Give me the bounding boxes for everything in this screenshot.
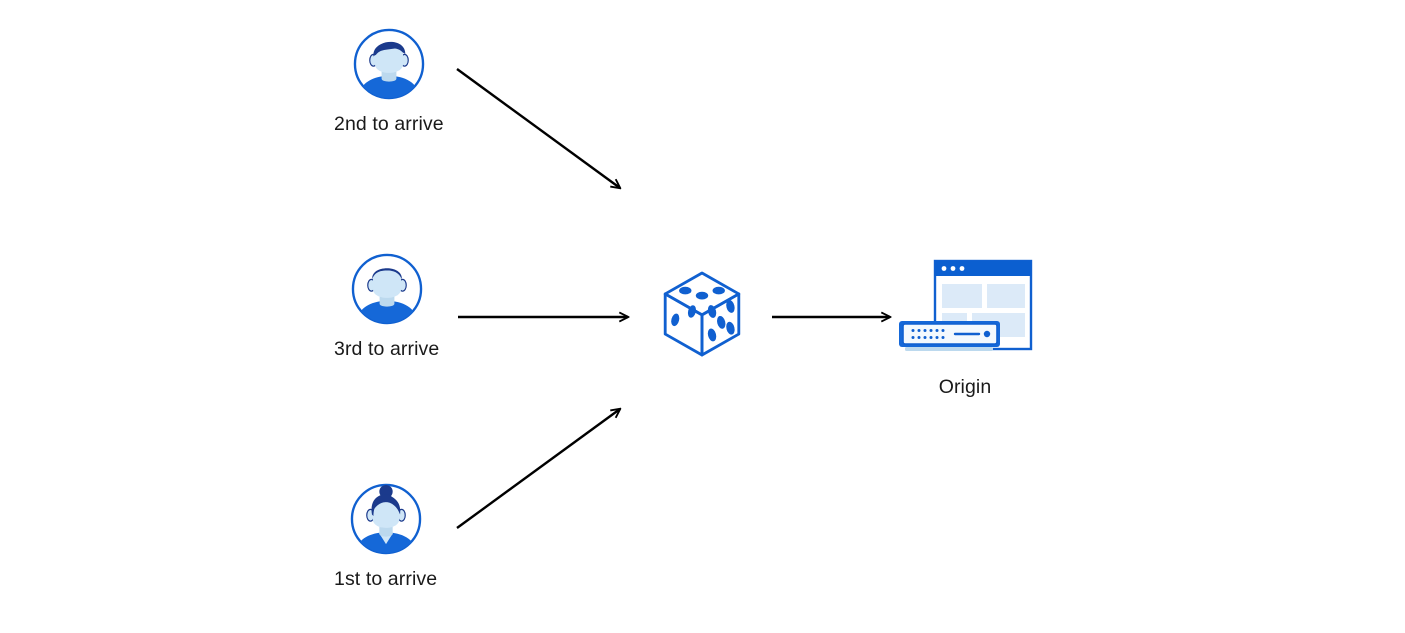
arrow-1st-to-dice [456,409,620,529]
origin-server-icon [899,259,1033,351]
origin-label: Origin [938,376,992,398]
client-node-3rd: 3rd to arrive [334,252,439,361]
arrow-2nd-to-dice [456,68,620,188]
client-node-1st: 1st to arrive [334,482,437,591]
client-label-3rd: 3rd to arrive [334,338,440,360]
server-device-graphic [899,321,1000,351]
user-avatar-icon [353,28,425,100]
dice-icon [663,271,741,357]
client-node-2nd: 2nd to arrive [334,27,444,136]
randomizer-node [660,268,744,360]
origin-node: Origin [895,258,1035,399]
user-avatar-icon [351,253,422,325]
client-label-2nd: 2nd to arrive [334,113,444,135]
client-label-1st: 1st to arrive [334,568,438,590]
user-avatar-icon [350,483,421,555]
